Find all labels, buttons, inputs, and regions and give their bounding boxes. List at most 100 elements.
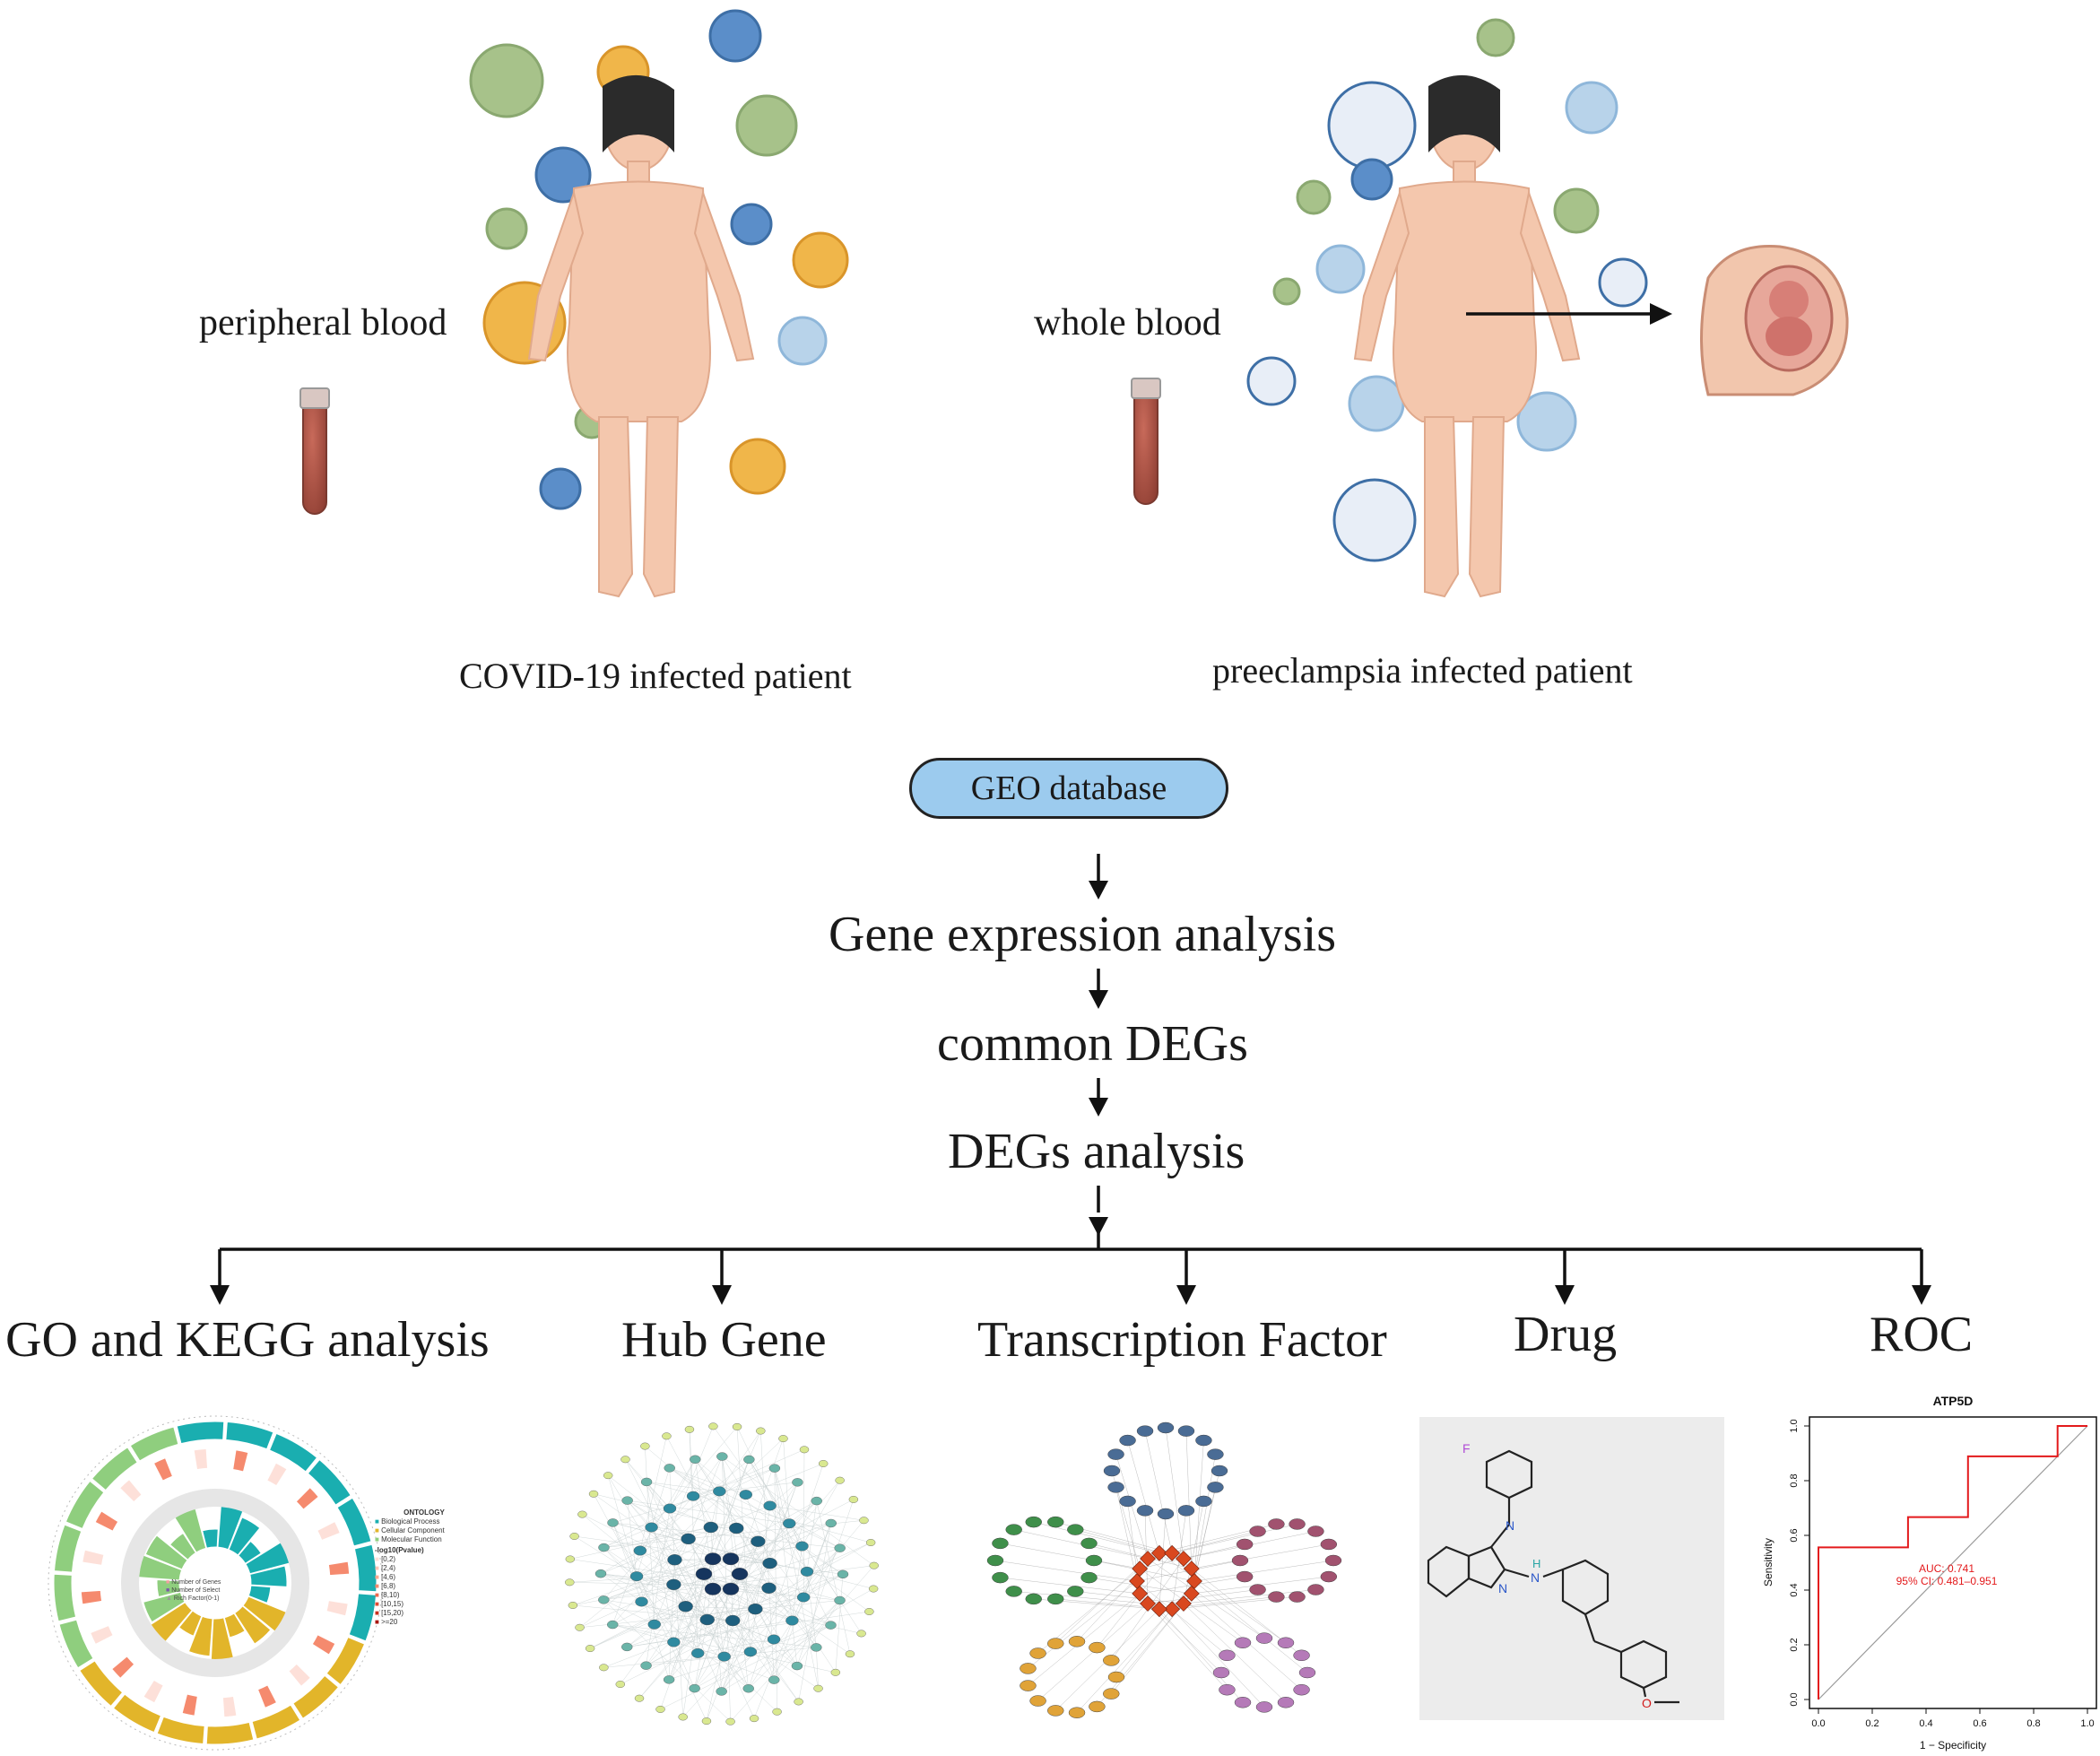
hub-edge [603,1565,874,1601]
hub-edge [603,1599,655,1625]
tf-edge [994,1560,1138,1582]
blood-tube-icon [299,387,330,515]
go-ring-segment [348,1593,377,1642]
hub-node [716,1687,727,1696]
hub-node [629,1571,644,1582]
hub-edge [627,1574,844,1647]
hub-node [725,1717,735,1726]
hub-node [864,1608,874,1615]
hub-edge [603,1496,694,1600]
hub-edge [582,1514,751,1652]
arrowhead-icon [712,1285,732,1305]
go-ring-segment [91,1447,138,1491]
go-ring-segment [65,1480,105,1530]
hub-edge [694,1548,840,1689]
hub-edge [603,1599,731,1722]
tf-hub-node [1140,1551,1156,1567]
go-scale-item: ■ [6,8) [375,1582,396,1590]
hub-edge [590,1588,714,1649]
tf-edge [1165,1427,1185,1560]
hub-edge [722,1456,746,1495]
hub-edge [816,1647,819,1689]
tf-node [1307,1584,1324,1595]
tf-hub-node [1132,1560,1149,1578]
hub-edge [698,1639,775,1654]
tf-node [1020,1680,1037,1691]
roc-xlabel: 1 − Specificity [1920,1739,1986,1752]
go-ring-segment [205,1721,255,1745]
hub-edge [600,1550,640,1574]
hub-node [813,1684,823,1692]
go-ring-segment [307,1458,351,1506]
go-bar-segment [118,1479,143,1503]
hub-node [716,1452,728,1461]
go-scale-item: ■ [0,2) [375,1555,396,1563]
hub-edge [636,1467,670,1577]
tf-edge [1147,1603,1228,1691]
tf-node [1277,1637,1295,1648]
go-ring-segment [225,1421,274,1450]
arrowhead-icon [1089,1217,1108,1236]
hub-node [678,1713,688,1721]
tf-node [1320,1538,1338,1551]
hub-edge [769,1505,864,1521]
tf-hub-node [1129,1573,1145,1589]
go-ring-segment [129,1426,179,1462]
hub-edge [569,1559,769,1588]
hub-edge [803,1523,831,1598]
hub-node [640,1661,652,1670]
hub-edge [835,1574,844,1673]
tf-edge [1183,1603,1287,1703]
tf-node [1293,1649,1310,1662]
hub-node [686,1491,700,1501]
tf-edge [1140,1593,1222,1673]
hub-node [783,1518,796,1529]
hub-node [748,1603,763,1615]
hub-edge [651,1467,775,1528]
hub-node [599,1664,609,1672]
tf-edge [1147,1558,1265,1639]
tf-node [1103,1688,1120,1699]
tf-node [1219,1683,1236,1696]
tf-hub-node [1164,1544,1181,1561]
hub-edge [796,1499,855,1666]
hub-gene-network [565,1422,879,1726]
go-circos-plot [48,1415,383,1751]
hub-edge [569,1526,711,1560]
hub-node [695,1568,713,1580]
hub-edge [603,1647,817,1668]
hub-node [768,1464,781,1473]
hub-edge [721,1624,831,1692]
preeclampsia-patient-label: preeclampsia infected patient [1212,650,1633,691]
tf-node [992,1571,1009,1584]
tf-node [1067,1524,1084,1535]
hub-node [749,1715,759,1723]
tf-node [1047,1638,1064,1649]
tf-edge [1055,1558,1149,1644]
hub-edge [572,1541,759,1606]
hub-edge [641,1426,714,1603]
tf-node [1080,1537,1098,1550]
hub-edge [789,1523,840,1549]
hub-node [794,1698,803,1706]
hub-edge [620,1574,844,1685]
hub-edge [695,1459,804,1598]
tf-hub-node [1186,1573,1202,1589]
branch-roc: ROC [1870,1307,1974,1362]
geo-database-label: GEO database [970,769,1167,807]
hub-edge [627,1620,793,1647]
common-degs-step: common DEGs [937,1016,1248,1072]
hub-edge [612,1538,689,1625]
gene-expression-step: Gene expression analysis [829,907,1337,962]
hub-node [645,1522,658,1533]
tf-node [1157,1508,1175,1520]
hub-node [620,1456,630,1464]
tf-edge [1140,1568,1244,1643]
tf-edge [1013,1529,1149,1560]
tf-node [1231,1554,1249,1567]
hub-node [588,1490,599,1498]
tf-node [1249,1584,1266,1595]
arrowhead-icon [1089,1098,1108,1117]
hub-node [761,1582,777,1594]
tf-node [1046,1593,1064,1605]
